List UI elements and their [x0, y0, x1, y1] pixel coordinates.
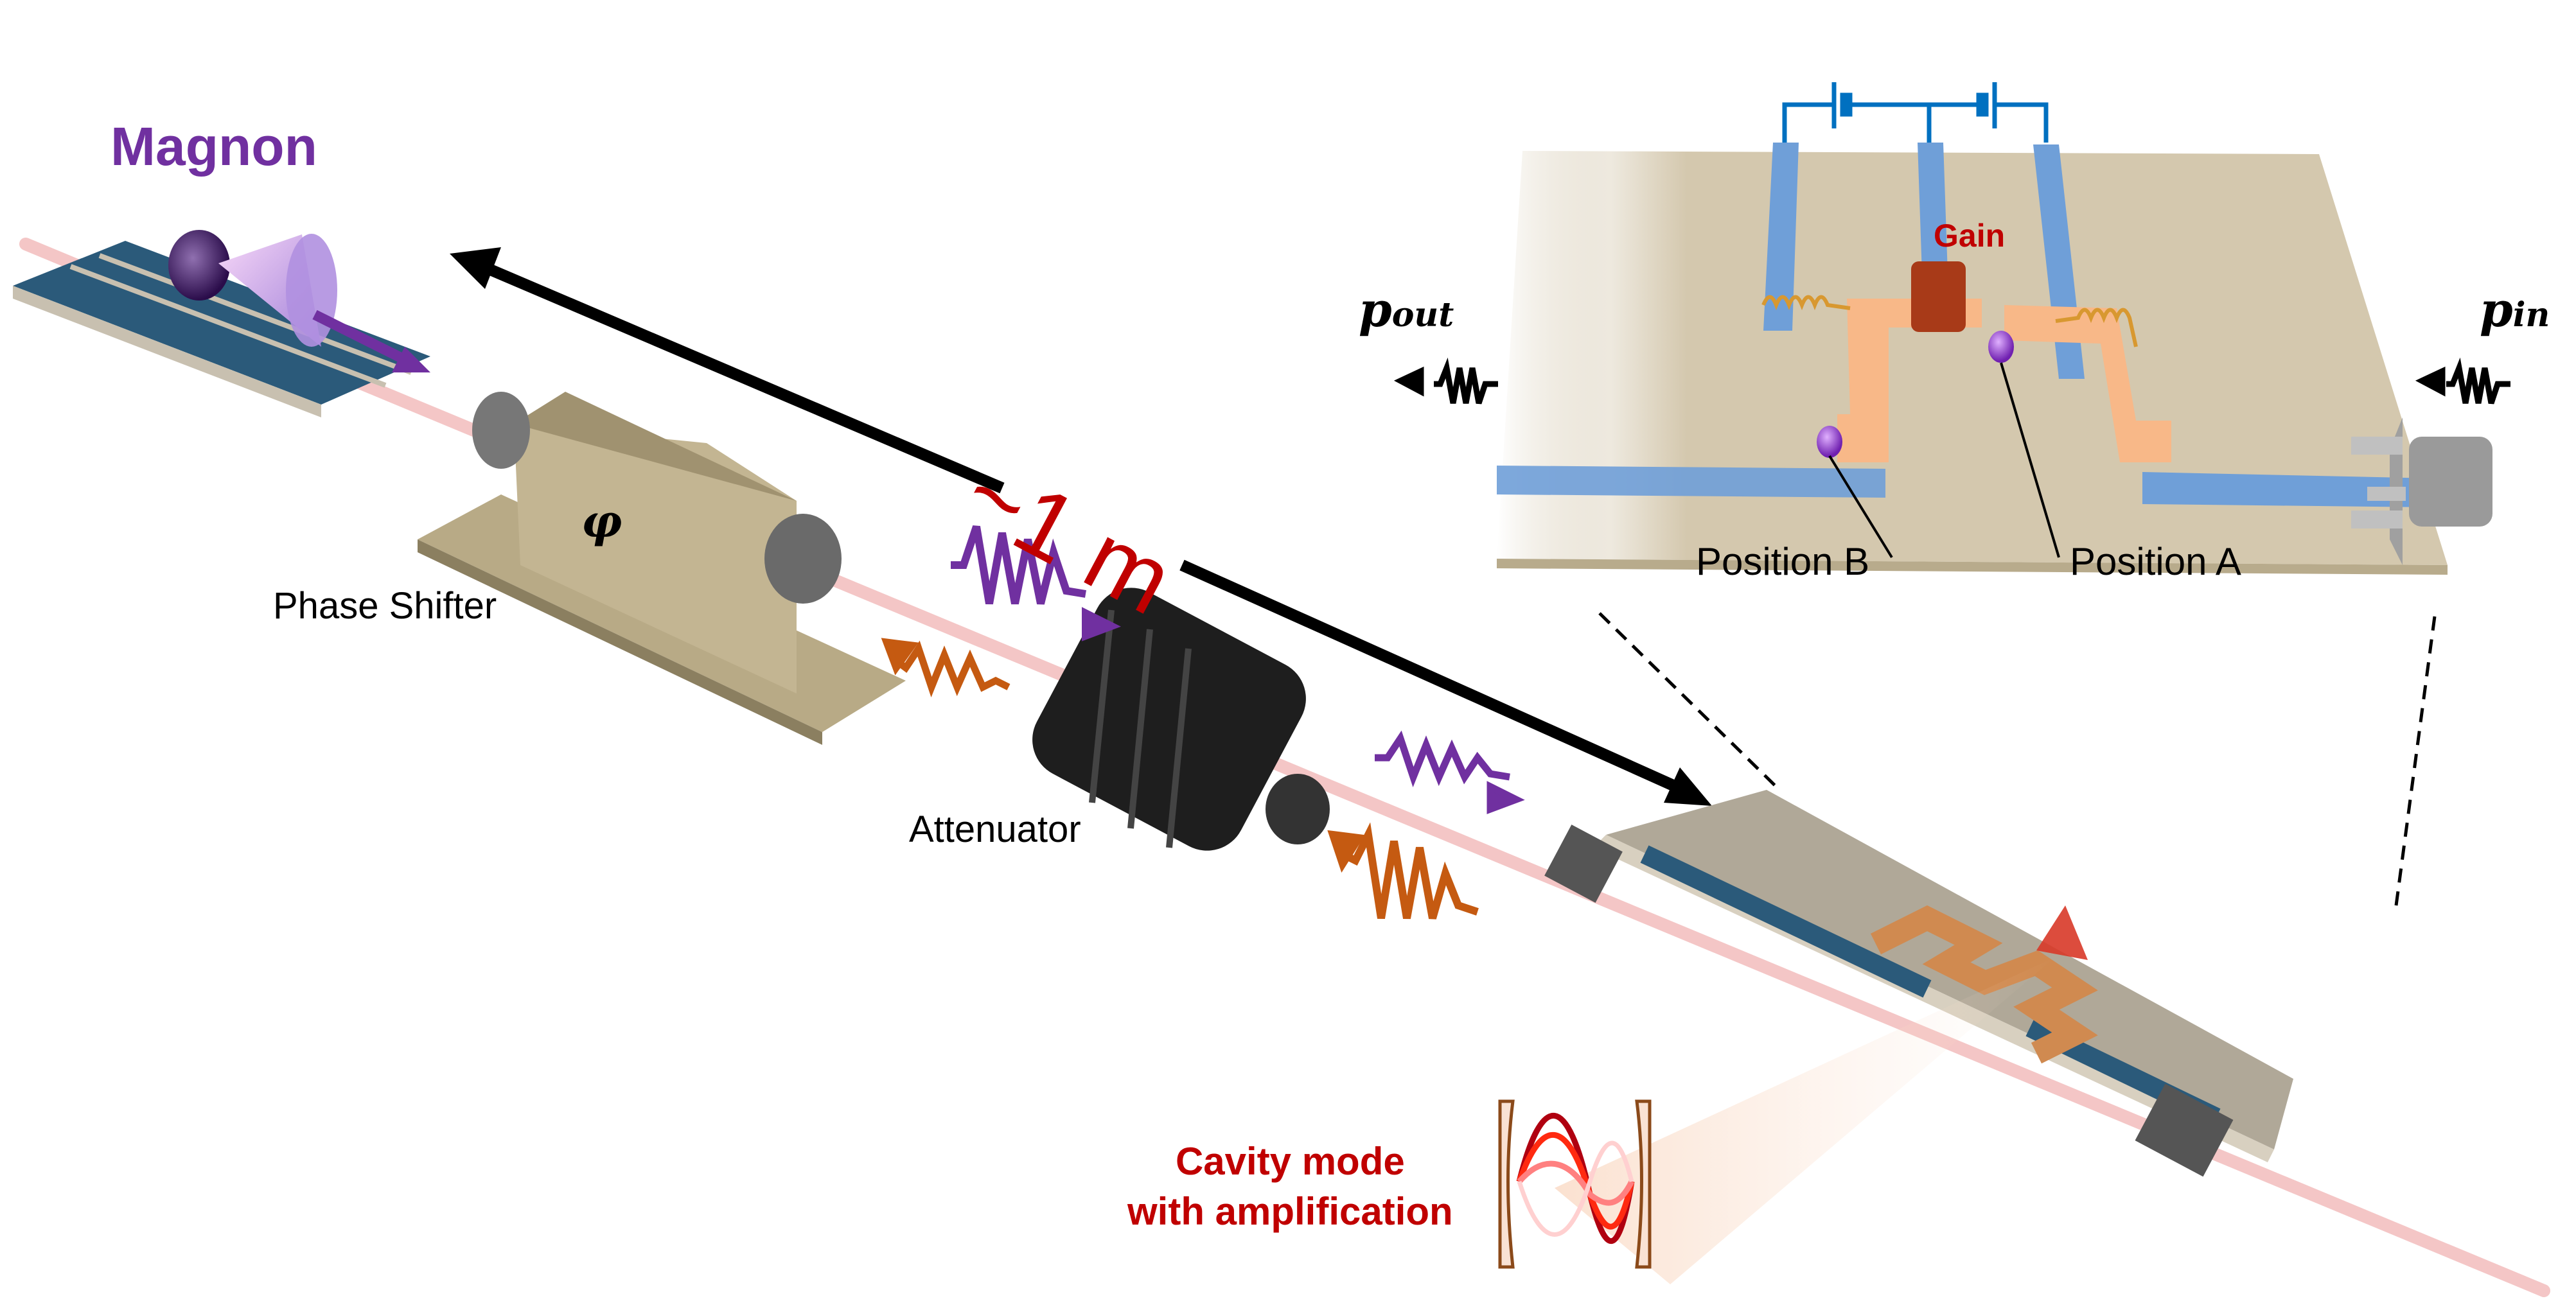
backward-signal-wave-1: [881, 638, 1010, 697]
cavity-mode-label: Cavity mode with amplification: [1127, 1137, 1453, 1237]
p-in-label: pin: [2480, 283, 2550, 338]
forward-signal-wave-2: [1375, 730, 1525, 814]
inset-circuit-board: [1497, 82, 2492, 575]
magnetization-arrow: [312, 310, 414, 368]
position-b-marker: [1817, 426, 1842, 458]
gain-device-board: [1544, 790, 2293, 1284]
cavity-mode-icon: [1498, 1099, 1652, 1269]
connector-right: [2135, 1083, 2234, 1177]
magnon-sphere: [168, 230, 230, 301]
inductor-left-icon: [1761, 295, 1851, 311]
phase-symbol: φ: [581, 494, 622, 548]
p-in-sub: in: [2512, 295, 2550, 335]
forward-signal-wave-1: [951, 525, 1121, 642]
p-out-main: p: [1359, 283, 1392, 338]
attenuator: [1032, 588, 1330, 851]
position-b-label: Position B: [1696, 540, 1870, 583]
p-out-wave: [1393, 357, 1498, 405]
p-out-sub: out: [1391, 295, 1454, 335]
zoom-dashed-lines: [1598, 612, 2437, 906]
position-a-label: Position A: [2070, 540, 2241, 583]
zoom-beam: [1555, 957, 2056, 1284]
phase-shifter-label: Phase Shifter: [273, 585, 497, 627]
inductor-right-icon: [2055, 308, 2138, 347]
phase-shifter: [418, 392, 906, 745]
sma-connector: [2351, 417, 2492, 565]
p-in-wave: [2415, 357, 2510, 405]
p-out-label: pout: [1359, 283, 1454, 338]
connector-left: [1544, 825, 1623, 903]
gain-chip: [1911, 261, 1966, 332]
gain-label: Gain: [1934, 218, 2006, 254]
distance-arrow: [450, 247, 1712, 806]
cavity-label-line1: Cavity mode: [1175, 1140, 1405, 1183]
position-a-marker: [1988, 331, 2014, 363]
backward-signal-wave-2: [1327, 822, 1479, 920]
cavity-label-line2: with amplification: [1127, 1190, 1453, 1233]
coax-cable: [19, 238, 2550, 1297]
p-in-main: p: [2480, 283, 2513, 338]
magnon-sample: [13, 230, 430, 417]
magnon-label: Magnon: [110, 116, 317, 177]
battery-circuit: [1782, 82, 2049, 143]
attenuator-label: Attenuator: [909, 808, 1081, 850]
gain-triangle: [2036, 905, 2088, 960]
